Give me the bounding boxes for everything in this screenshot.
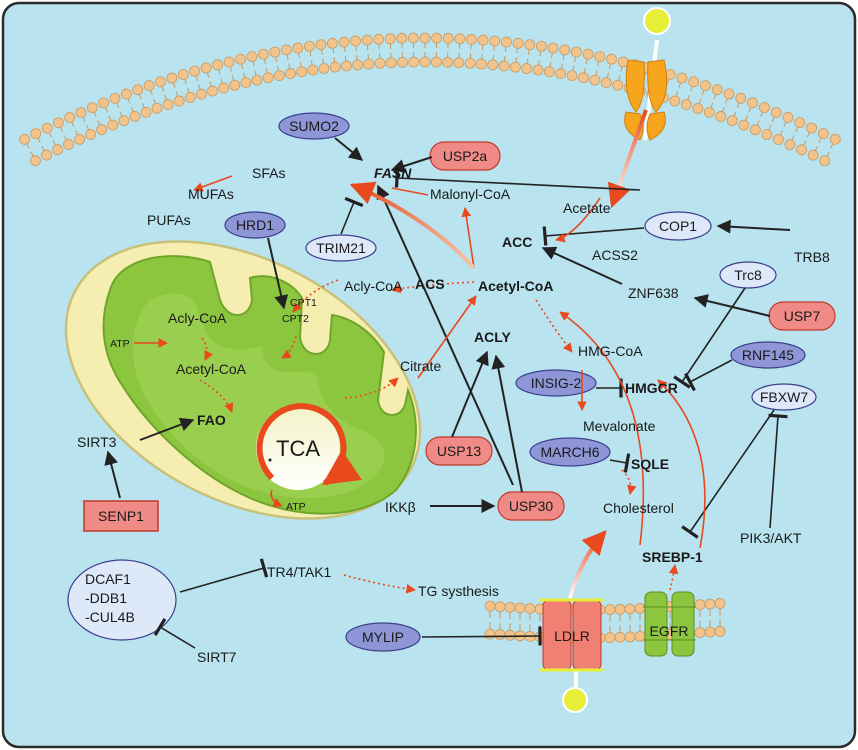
complex-line2: -DDB1 xyxy=(85,590,127,606)
atp-bottom-label: ATP xyxy=(286,501,306,513)
mevalonate-label: Mevalonate xyxy=(583,418,656,434)
ikkb-label: IKKβ xyxy=(385,499,416,515)
fbxw7-label: FBXW7 xyxy=(760,389,808,405)
sumo2-pill[interactable]: SUMO2 xyxy=(278,112,350,140)
acs-label: ACS xyxy=(415,276,445,292)
atp-top-label: ATP xyxy=(110,338,130,350)
trim21-pill[interactable]: TRIM21 xyxy=(305,234,377,262)
egfr-receptor[interactable]: EGFR xyxy=(643,591,696,657)
sirt7-label: SIRT7 xyxy=(197,649,237,665)
cop1-label: COP1 xyxy=(659,218,697,234)
plasma-membrane xyxy=(19,32,841,167)
regulators-layer: SUMO2 HRD1 TRIM21 COP1 Trc8 RNF145 INSIG… xyxy=(83,112,836,652)
trc8-pill[interactable]: Trc8 xyxy=(719,261,777,289)
srebp1-label: SREBP-1 xyxy=(642,549,703,565)
trc8-label: Trc8 xyxy=(734,267,762,283)
usp30-label: USP30 xyxy=(509,498,554,514)
arrows-layer xyxy=(104,137,791,649)
acly-coa-inner-label: Acly-CoA xyxy=(168,310,227,326)
hmgcr-label: HMGCR xyxy=(625,380,678,396)
complex-line1: DCAF1 xyxy=(85,571,131,587)
cpt2-label: CPT2 xyxy=(282,313,309,325)
mufas-label: MUFAs xyxy=(188,186,234,202)
tca-cycle: TCA xyxy=(256,403,362,490)
malonyl-coa-label: Malonyl-CoA xyxy=(430,186,511,202)
rnf145-label: RNF145 xyxy=(742,347,794,363)
usp30-pill[interactable]: USP30 xyxy=(497,491,565,521)
tr4-tak1-label: TR4/TAK1 xyxy=(267,564,332,580)
fao-label: FAO xyxy=(197,412,226,428)
tg-synthesis-label: TG systhesis xyxy=(418,583,499,599)
tca-label: TCA xyxy=(276,436,320,461)
acetate-label: Acetate xyxy=(563,200,611,216)
acly-coa-outer-label: Acly-CoA xyxy=(344,278,403,294)
cholesterol-label: Cholesterol xyxy=(603,500,674,516)
rnf145-pill[interactable]: RNF145 xyxy=(730,341,806,369)
acss2-label: ACSS2 xyxy=(592,247,638,263)
insig2-label: INSIG-2 xyxy=(531,375,582,391)
dcaf1-complex[interactable]: DCAF1 -DDB1 -CUL4B xyxy=(67,559,177,641)
membrane-channel xyxy=(624,7,671,141)
cop1-pill[interactable]: COP1 xyxy=(644,211,712,241)
senp1-box[interactable]: SENP1 xyxy=(83,500,159,532)
labels-layer: SFAs MUFAs PUFAs FASN Malonyl-CoA Acetat… xyxy=(77,165,830,665)
fbxw7-pill[interactable]: FBXW7 xyxy=(751,383,817,411)
trim21-label: TRIM21 xyxy=(316,240,366,256)
usp13-pill[interactable]: USP13 xyxy=(425,436,493,466)
usp7-pill[interactable]: USP7 xyxy=(768,301,836,331)
ldlr-label: LDLR xyxy=(554,628,590,644)
acly-label: ACLY xyxy=(474,329,511,345)
cpt1-label: CPT1 xyxy=(290,297,317,309)
hrd1-label: HRD1 xyxy=(236,217,274,233)
usp2a-label: USP2a xyxy=(443,148,488,164)
trb8-label: TRB8 xyxy=(794,249,830,265)
usp7-label: USP7 xyxy=(784,308,821,324)
senp1-label: SENP1 xyxy=(98,508,144,524)
mylip-pill[interactable]: MYLIP xyxy=(345,622,421,652)
mylip-label: MYLIP xyxy=(362,629,404,645)
sqle-label: SQLE xyxy=(631,456,669,472)
znf638-label: ZNF638 xyxy=(628,285,679,301)
acetyl-coa-inner-label: Acetyl-CoA xyxy=(176,361,247,377)
fasn-label: FASN xyxy=(374,165,412,181)
egfr-label: EGFR xyxy=(650,623,689,639)
march6-label: MARCH6 xyxy=(540,444,599,460)
usp13-label: USP13 xyxy=(437,443,482,459)
acetyl-coa-label: Acetyl-CoA xyxy=(478,278,553,294)
pufas-label: PUFAs xyxy=(147,212,191,228)
acc-label: ACC xyxy=(502,234,532,250)
sirt3-label: SIRT3 xyxy=(77,434,117,450)
usp2a-pill[interactable]: USP2a xyxy=(429,141,501,171)
complex-line3: -CUL4B xyxy=(85,609,135,625)
hrd1-pill[interactable]: HRD1 xyxy=(224,211,286,239)
march6-pill[interactable]: MARCH6 xyxy=(529,437,611,467)
acetate-import-arrow xyxy=(607,109,648,209)
hmg-coa-label: HMG-CoA xyxy=(578,343,643,359)
insig2-pill[interactable]: INSIG-2 xyxy=(515,369,597,397)
pik3-akt-label: PIK3/AKT xyxy=(740,530,802,546)
sfas-label: SFAs xyxy=(252,165,285,181)
sumo2-label: SUMO2 xyxy=(289,118,339,134)
citrate-label: Citrate xyxy=(400,358,441,374)
ldlr-receptor[interactable]: LDLR xyxy=(540,598,604,713)
